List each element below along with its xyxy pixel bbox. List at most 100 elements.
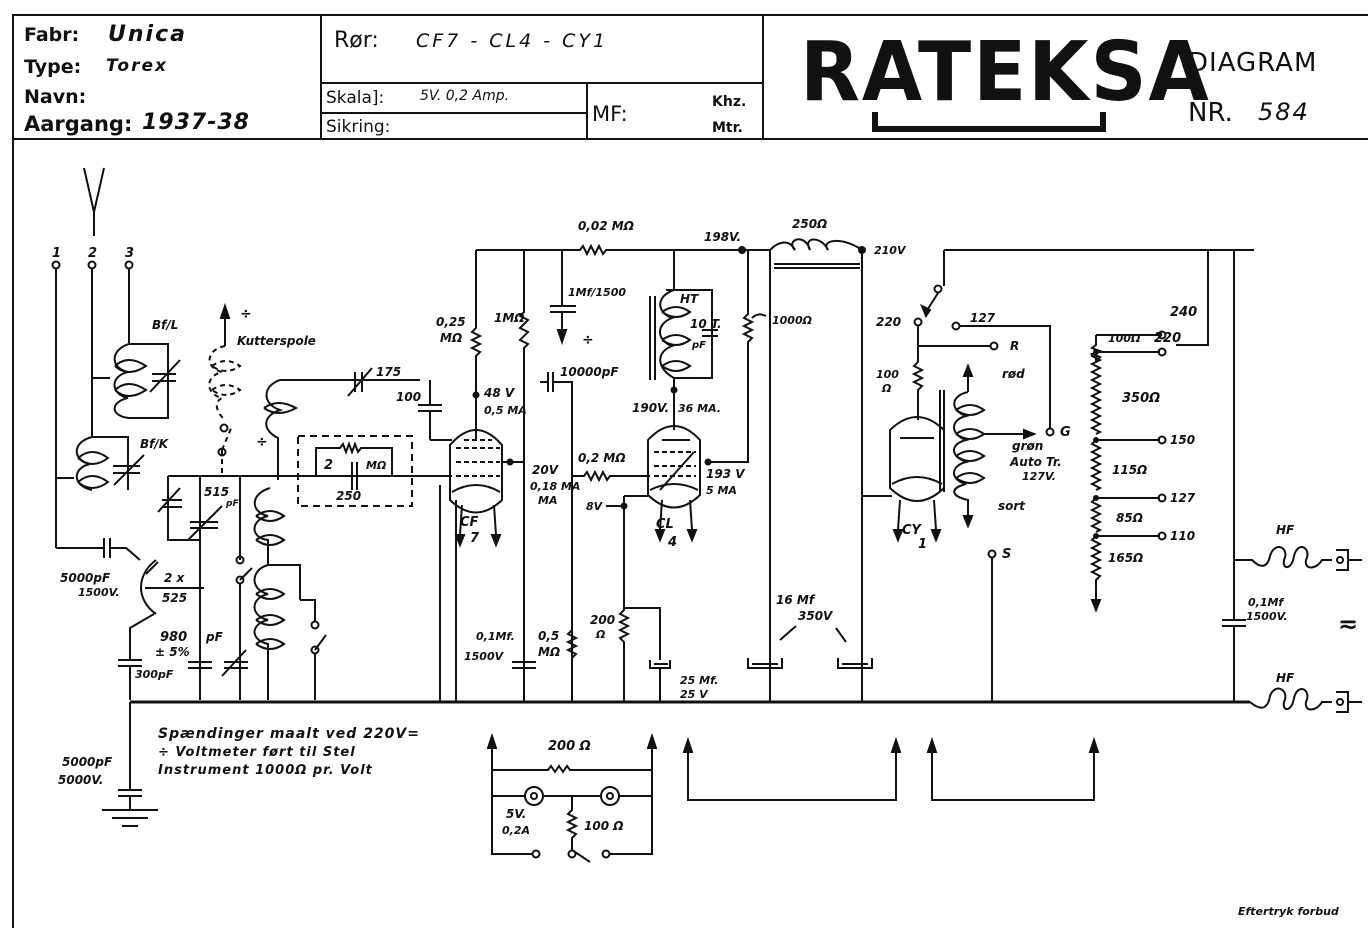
ror-label: Rør: — [334, 28, 379, 53]
label-tap-150: 150 — [1170, 433, 1195, 447]
terminal-3: 3 — [125, 246, 134, 261]
label-term-r: R — [1010, 339, 1019, 353]
label-cl4-name: CL — [656, 517, 674, 532]
label-cy1-name: CY — [902, 523, 923, 538]
label-cf7-screen-i: 0,18 MA — [530, 480, 580, 493]
ground-symbol: ÷ — [256, 434, 268, 450]
label-ht: HT — [680, 292, 699, 306]
label-c5000-2: 5000pF — [62, 755, 113, 769]
frame-left — [12, 138, 14, 928]
divider — [586, 82, 588, 140]
label-dial-5v: 5V. — [506, 807, 526, 821]
label-c01-mains-v: 1500V. — [1246, 610, 1288, 623]
fabr-label: Fabr: — [24, 24, 80, 46]
label-dial-02a: 0,2A — [502, 824, 530, 837]
fabr-value: Unica — [108, 22, 187, 47]
label-term-s: S — [1002, 547, 1011, 562]
label-10t: 10 T. — [690, 317, 722, 331]
coil-bf-k — [56, 436, 145, 491]
ror-value: CF7 - CL4 - CY1 — [416, 30, 609, 52]
label-cl4-num: 4 — [667, 535, 677, 550]
note-line-2: ÷ Voltmeter ført til Stel — [158, 745, 356, 760]
ground-symbol: ÷ — [582, 332, 594, 348]
label-tap-127: 127 — [1170, 491, 1196, 505]
label-c25v: 25 V — [680, 688, 709, 701]
type-label: Type: — [24, 56, 82, 78]
capacitor-gang — [56, 538, 204, 700]
label-cl4-screen-v: 193 V — [706, 467, 746, 481]
label-wire-black: sort — [998, 499, 1026, 513]
label-v210: 210V — [874, 244, 907, 257]
note-line-3: Instrument 1000Ω pr. Volt — [158, 763, 373, 778]
label-r165: 165Ω — [1108, 551, 1143, 565]
label-cl4-anode-v: 190V. — [632, 401, 669, 415]
label-r05: 0,5 — [538, 629, 559, 643]
label-c300: 300pF — [135, 668, 174, 681]
label-c515: 515 — [204, 485, 229, 499]
label-c980: 980 — [160, 630, 187, 645]
label-c175: 175 — [376, 365, 401, 379]
label-c01mf: 0,1Mf. — [476, 630, 515, 643]
header-brand-box — [762, 14, 1368, 140]
label-r1m: 1MΩ — [494, 311, 525, 325]
label-choke-250: 250Ω — [792, 217, 827, 231]
ground-symbol: ÷ — [240, 306, 252, 322]
label-bf-l: Bf/L — [152, 318, 178, 332]
choke-250 — [769, 238, 863, 702]
label-cl4-anode-i: 36 MA. — [678, 402, 721, 415]
label-kutterspole: Kutterspole — [237, 334, 316, 348]
antenna-terminals — [51, 260, 134, 548]
label-r85: 85Ω — [1116, 511, 1143, 525]
label-c980-unit: pF — [205, 630, 224, 644]
label-r100-unit: Ω — [881, 382, 891, 395]
label-dial-r100: 100 Ω — [584, 819, 623, 833]
aargang-label: Aargang: — [24, 112, 133, 136]
label-c5000-1v: 1500V. — [78, 586, 120, 599]
coil-oscillator — [168, 379, 426, 700]
label-term-g: G — [1060, 425, 1071, 440]
label-r200: 200 — [590, 613, 615, 627]
label-c01-mains: 0,1Mf — [1248, 596, 1284, 609]
label-cf7-screen-ma: MA — [538, 494, 557, 507]
divider — [320, 112, 588, 114]
antenna-icon — [83, 167, 105, 236]
label-hf-bottom: HF — [1276, 671, 1295, 685]
mf-khz: Khz. — [712, 94, 747, 110]
mf-label: MF: — [592, 102, 628, 126]
capacitor-100 — [418, 380, 442, 440]
label-r350: 350Ω — [1122, 391, 1160, 406]
label-tap-220: 220 — [1154, 331, 1181, 346]
label-c1mf: 1Mf/1500 — [568, 286, 626, 299]
mains-filter — [1222, 250, 1362, 713]
coil-bf-l — [113, 343, 181, 419]
label-r100: 100 — [876, 368, 899, 381]
label-cy1-num: 1 — [918, 537, 927, 552]
label-r200-unit: Ω — [595, 628, 605, 641]
label-cf7-anode-i: 0,5 MA — [484, 404, 527, 417]
label-hf-top: HF — [1276, 523, 1295, 537]
skala-label: Skala]: — [326, 88, 385, 108]
nr-label: NR. — [1188, 98, 1233, 128]
label-pf: pF — [691, 340, 706, 351]
label-cf7-anode-v: 48 V — [483, 386, 516, 400]
label-c5000-1: 5000pF — [60, 571, 111, 585]
label-wire-green: grøn — [1012, 439, 1043, 453]
label-r002: 0,02 MΩ — [578, 219, 634, 233]
diagram-label: DIAGRAM — [1188, 48, 1318, 78]
label-v198: 198V. — [704, 230, 741, 244]
label-c980-tol: ± 5% — [155, 645, 190, 659]
label-c25: 25 Mf. — [680, 674, 718, 687]
label-c16v: 350V — [798, 609, 834, 623]
terminal-2: 2 — [88, 246, 97, 261]
tube-cy1 — [862, 249, 1254, 543]
nr-value: 584 — [1258, 98, 1310, 126]
tube-cf7 — [426, 250, 503, 702]
label-cl4-screen-i: 5 MA — [706, 484, 737, 497]
mf-mtr: Mtr. — [712, 120, 743, 136]
label-cf7-num: 7 — [470, 531, 480, 546]
label-r115: 115Ω — [1112, 463, 1147, 477]
label-r025: 0,25 — [436, 315, 466, 329]
divider — [320, 82, 764, 84]
label-c515-unit: pF — [225, 499, 239, 509]
